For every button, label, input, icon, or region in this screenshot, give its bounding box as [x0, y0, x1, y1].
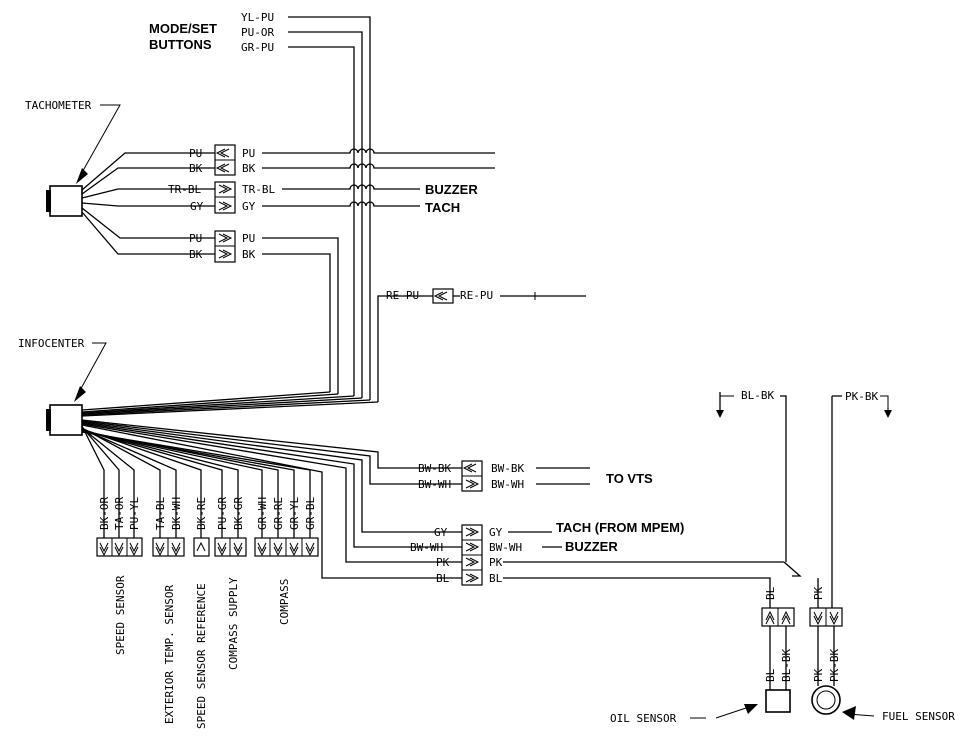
dest-to-vts: TO VTS: [606, 471, 653, 486]
wire-label-bk-or: BK-OR: [98, 497, 111, 530]
speed-reference-connector: [193, 537, 210, 557]
wire-label-gr-re: GR-RE: [272, 497, 285, 530]
wire-label-pk-bk-h: PK-BK: [828, 649, 841, 682]
wire-label-pu-gr: PU-GR: [216, 497, 229, 530]
oil-sensor-unit: [765, 689, 791, 713]
tachometer-connector-bottom: [214, 230, 236, 263]
wire-label-ta-bl: TA-BL: [154, 497, 167, 530]
wire-label-pu-or: PU-OR: [241, 26, 274, 39]
wire-label-re-pu-b: RE-PU: [460, 289, 493, 302]
label-compass-supply: COMPASS SUPPLY: [227, 577, 240, 670]
wire-label-bk-c: BK: [242, 162, 256, 175]
tachometer-wires: [81, 152, 215, 255]
wire-label-bl-g: BL: [764, 586, 777, 600]
wire-label-bk-d: BK: [242, 248, 256, 261]
vts-connector: BW-BK BW-WH BW-BK BW-WH TO VTS: [418, 460, 653, 492]
label-speed-reference: SPEED SENSOR REFERENCE: [195, 583, 208, 729]
wire-label-pk-h: PK: [812, 668, 825, 682]
wire-label-bw-wh-e: BW-WH: [410, 541, 443, 554]
oil-sensor-connector: BL BL BL-BK OIL SENSOR: [610, 586, 795, 725]
mode-button-wires: YL-PU PU-OR GR-PU: [241, 11, 371, 400]
dest-tach: TACH: [425, 200, 460, 215]
wire-label-bw-wh-b: BW-WH: [491, 478, 524, 491]
infocenter-leader: [77, 342, 107, 395]
infocenter-label: INFOCENTER: [18, 337, 85, 350]
tachometer-connector-mid: [214, 181, 236, 214]
wire-label-gy-c: GY: [242, 200, 256, 213]
wire-label-bw-bk-b: BW-BK: [491, 462, 524, 475]
wire-label-gy-a: GY: [190, 200, 204, 213]
wire-label-bw-wh-a: BW-WH: [418, 478, 451, 491]
speed-sensor-connector: [96, 537, 143, 557]
wire-label-bk-b: BK: [189, 248, 203, 261]
bottom-wire-labels: BK-OR TA-OR PU-YL TA-BL BK-WH BK-RE PU-G…: [98, 497, 317, 530]
compass-supply-connector: [214, 537, 247, 557]
mode-set-title: MODE/SET: [149, 21, 217, 36]
oil-sensor-label: OIL SENSOR: [610, 712, 677, 725]
wire-label-pu-a: PU: [189, 147, 202, 160]
wire-label-pu-b: PU: [189, 232, 202, 245]
wire-label-bl-e: BL: [436, 572, 450, 585]
wire-label-trbl-c: TR-BL: [242, 183, 275, 196]
wire-label-bk-gr: BK-GR: [232, 497, 245, 530]
tachometer-connector-top: [214, 144, 236, 176]
infocenter-upper-fan: [81, 391, 379, 417]
wire-label-pk-bk-top: PK-BK: [845, 390, 878, 403]
wire-label-gr-pu: GR-PU: [241, 41, 274, 54]
wire-label-trbl-a: TR-BL: [168, 183, 201, 196]
label-speed-sensor: SPEED SENSOR: [114, 575, 127, 655]
re-pu-connector: RE-PU RE-PU: [377, 288, 586, 402]
fuel-sensor-unit: [811, 685, 841, 715]
label-exterior-temp: EXTERIOR TEMP. SENSOR: [163, 585, 176, 724]
wire-label-pk-e: PK: [436, 556, 450, 569]
wire-label-bk-re: BK-RE: [195, 497, 208, 530]
tachometer-unit: [49, 185, 83, 217]
wire-label-gr-bl: GR-BL: [304, 497, 317, 530]
wire-label-gr-yl: GR-YL: [288, 497, 301, 530]
fuel-sensor-connector: PK PK PK-BK FUEL SENSOR: [809, 586, 955, 723]
bottom-group-labels: SPEED SENSOR EXTERIOR TEMP. SENSOR SPEED…: [114, 575, 291, 729]
wire-label-ta-or: TA-OR: [113, 497, 126, 530]
dest-buzzer-2: BUZZER: [565, 539, 618, 554]
mpem-connector: GY BW-WH PK BL GY BW-WH PK BL TACH (FROM…: [410, 520, 784, 608]
ground-bl-bk: BL-BK: [716, 389, 802, 577]
wire-label-bl-bk-h: BL-BK: [780, 649, 793, 682]
dest-tach-mpem: TACH (FROM MPEM): [556, 520, 684, 535]
wire-label-bl-f: BL: [489, 572, 503, 585]
wire-label-bl-bk-top: BL-BK: [741, 389, 774, 402]
wire-label-pk-g: PK: [812, 586, 825, 600]
tachometer-leader: [79, 104, 121, 177]
infocenter-lower-right-fan: [81, 419, 462, 579]
wire-label-yl-pu: YL-PU: [241, 11, 274, 24]
wire-label-bk-wh: BK-WH: [170, 497, 183, 530]
wire-label-pu-yl: PU-YL: [128, 497, 141, 530]
wire-label-bw-bk-a: BW-BK: [418, 462, 451, 475]
tach-right-runs: [262, 148, 495, 394]
compass-connector: [254, 537, 319, 557]
wire-label-gy-e: GY: [434, 526, 448, 539]
wire-label-pk-f: PK: [489, 556, 503, 569]
ground-pk-bk: PK-BK: [817, 390, 892, 608]
infocenter-unit: [49, 404, 83, 436]
bottom-connectors: [96, 537, 319, 557]
dest-buzzer: BUZZER: [425, 182, 478, 197]
wire-label-gy-f: GY: [489, 526, 503, 539]
wire-label-bk-a: BK: [189, 162, 203, 175]
wire-label-pu-c: PU: [242, 147, 255, 160]
wire-label-bl-h: BL: [764, 668, 777, 682]
label-compass: COMPASS: [278, 579, 291, 625]
fuel-sensor-label: FUEL SENSOR: [882, 710, 955, 723]
buttons-title: BUTTONS: [149, 37, 212, 52]
exterior-temp-connector: [152, 537, 185, 557]
wire-label-gr-wh: GR-WH: [256, 497, 269, 530]
wire-label-bw-wh-f: BW-WH: [489, 541, 522, 554]
wire-label-pu-d: PU: [242, 232, 255, 245]
infocenter-lower-fan: [81, 425, 311, 538]
tachometer-label: TACHOMETER: [25, 99, 92, 112]
